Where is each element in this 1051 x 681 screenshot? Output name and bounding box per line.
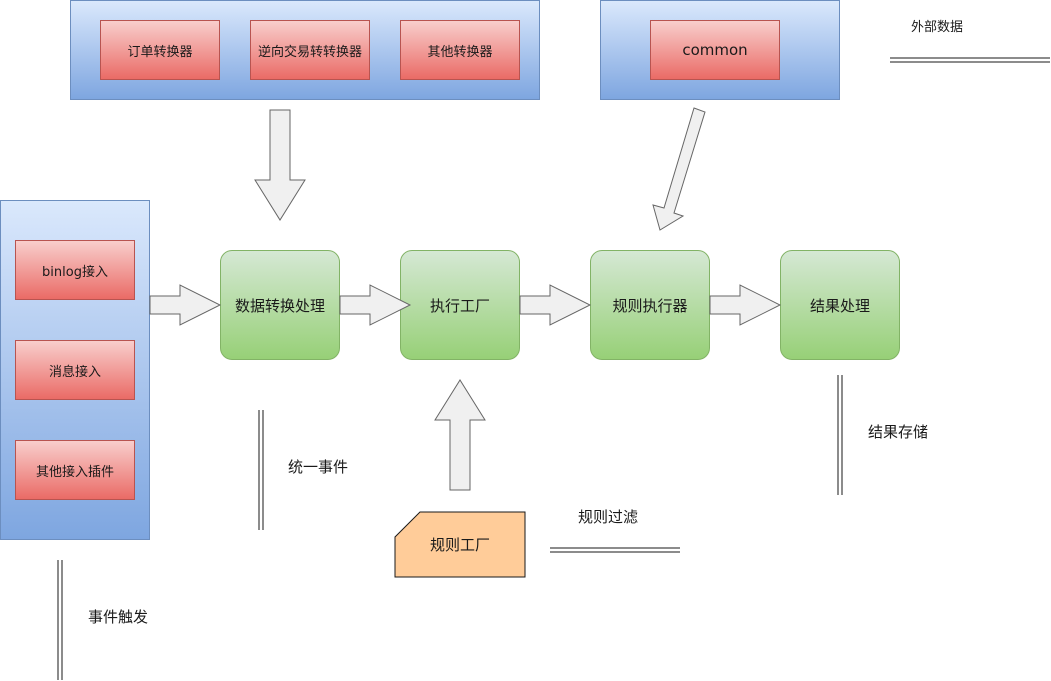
- diagonal-arrow-common: [652, 107, 706, 231]
- other-converter: 其他转换器: [400, 20, 520, 80]
- message-source: 消息接入: [15, 340, 135, 400]
- step-rule-executor: 规则执行器: [590, 250, 710, 360]
- step-data-conversion: 数据转换处理: [220, 250, 340, 360]
- arrow-executor-to-result: [709, 284, 782, 326]
- rule-factory-card: [394, 511, 526, 578]
- binlog-source: binlog接入: [15, 240, 135, 300]
- reverse-trade-converter: 逆向交易转转换器: [250, 20, 370, 80]
- step-execution-factory: 执行工厂: [400, 250, 520, 360]
- arrow-conversion-to-factory: [339, 284, 412, 326]
- event-trigger-label: 事件触发: [88, 608, 149, 626]
- unified-event-label: 统一事件: [288, 458, 349, 476]
- up-arrow-rule-factory: [434, 379, 486, 491]
- external-data-label: 外部数据: [911, 20, 964, 35]
- arrow-factory-to-executor: [519, 284, 592, 326]
- order-converter: 订单转换器: [100, 20, 220, 80]
- result-storage-label: 结果存储: [868, 423, 929, 441]
- common-box: common: [650, 20, 780, 80]
- step-result-processing: 结果处理: [780, 250, 900, 360]
- other-plugin-source: 其他接入插件: [15, 440, 135, 500]
- rule-filter-label: 规则过滤: [578, 508, 639, 526]
- rule-factory-label: 规则工厂: [429, 536, 490, 554]
- arrow-sources-to-conversion: [149, 284, 222, 326]
- down-arrow-converters: [254, 109, 306, 221]
